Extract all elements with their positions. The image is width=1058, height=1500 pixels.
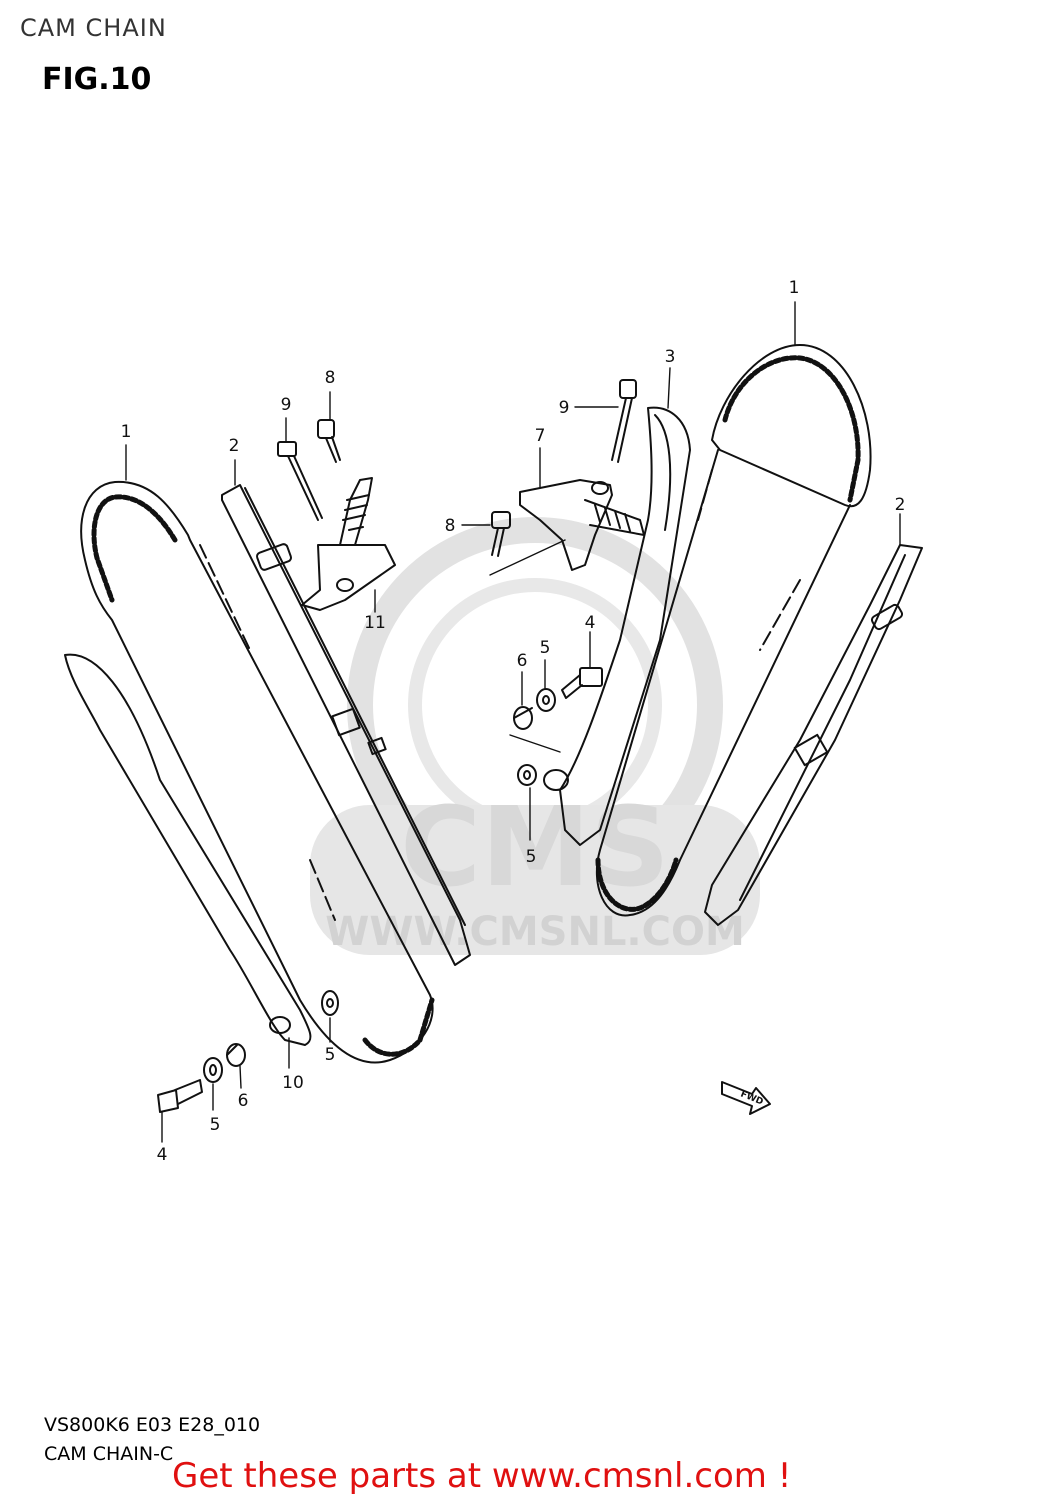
callout-bolt8-right: 8	[445, 516, 456, 536]
callout-washer-left-lower: 5	[210, 1115, 221, 1135]
cam-chain-tensioner-left	[301, 477, 396, 611]
callout-spacer-left: 6	[238, 1091, 249, 1111]
chain-tensioner-adjuster-3	[543, 406, 691, 846]
callout-washer-right-lower: 5	[526, 847, 537, 867]
spacer-right-6	[513, 706, 533, 730]
callout-bolt-right: 4	[585, 613, 596, 633]
washer-right-upper-5	[536, 688, 556, 712]
bolt-right-9	[611, 379, 637, 463]
bolt-right-8	[491, 511, 511, 557]
callout-chain-left: 1	[121, 422, 132, 442]
callout-spacer-right: 6	[517, 651, 528, 671]
washer-right-lower-5	[517, 764, 537, 786]
callout-guide-left: 2	[229, 436, 240, 456]
callout-chain-right: 1	[789, 278, 800, 298]
bolt-right-4	[561, 667, 603, 699]
cam-chain-right	[595, 344, 872, 917]
chain-guide-left	[221, 484, 471, 966]
callout-washer-right-upper: 5	[540, 638, 551, 658]
callout-bolt8-left: 8	[325, 368, 336, 388]
bolt-left-8	[317, 419, 341, 463]
chain-guide-lower-left	[64, 653, 312, 1046]
callout-tensioner-right: 7	[535, 426, 546, 446]
bolt-left-9	[277, 441, 323, 521]
leader-lines	[125, 301, 901, 1143]
chain-guide-right	[704, 544, 923, 926]
callout-tensioner-left: 11	[364, 613, 386, 633]
page-title: CAM CHAIN	[20, 14, 167, 42]
washer-left-upper-5	[321, 990, 339, 1016]
forward-arrow-icon: FWD	[721, 1081, 771, 1115]
cam-chain-tensioner-right	[519, 479, 645, 571]
diagram-code: VS800K6 E03 E28_010	[44, 1414, 261, 1436]
callout-tensioner-adjuster: 3	[665, 347, 676, 367]
callout-bolt9-left: 9	[281, 395, 292, 415]
callout-bolt9-right: 9	[559, 398, 570, 418]
diagram-name: CAM CHAIN-C	[44, 1443, 174, 1465]
figure-label: FIG.10	[42, 62, 152, 97]
bolt-left-4	[157, 1079, 203, 1113]
washer-left-5	[203, 1057, 223, 1083]
watermark-url: WWW.CMSNL.COM	[325, 909, 745, 955]
promo-link[interactable]: Get these parts at www.cmsnl.com !	[172, 1456, 792, 1496]
spacer-left-6	[226, 1043, 246, 1067]
cam-chain-left	[80, 480, 435, 1064]
callout-guide-lower: 10	[282, 1073, 304, 1093]
callout-washer-left-upper: 5	[325, 1045, 336, 1065]
callout-guide-right: 2	[895, 495, 906, 515]
callout-bolt-left: 4	[157, 1145, 168, 1165]
